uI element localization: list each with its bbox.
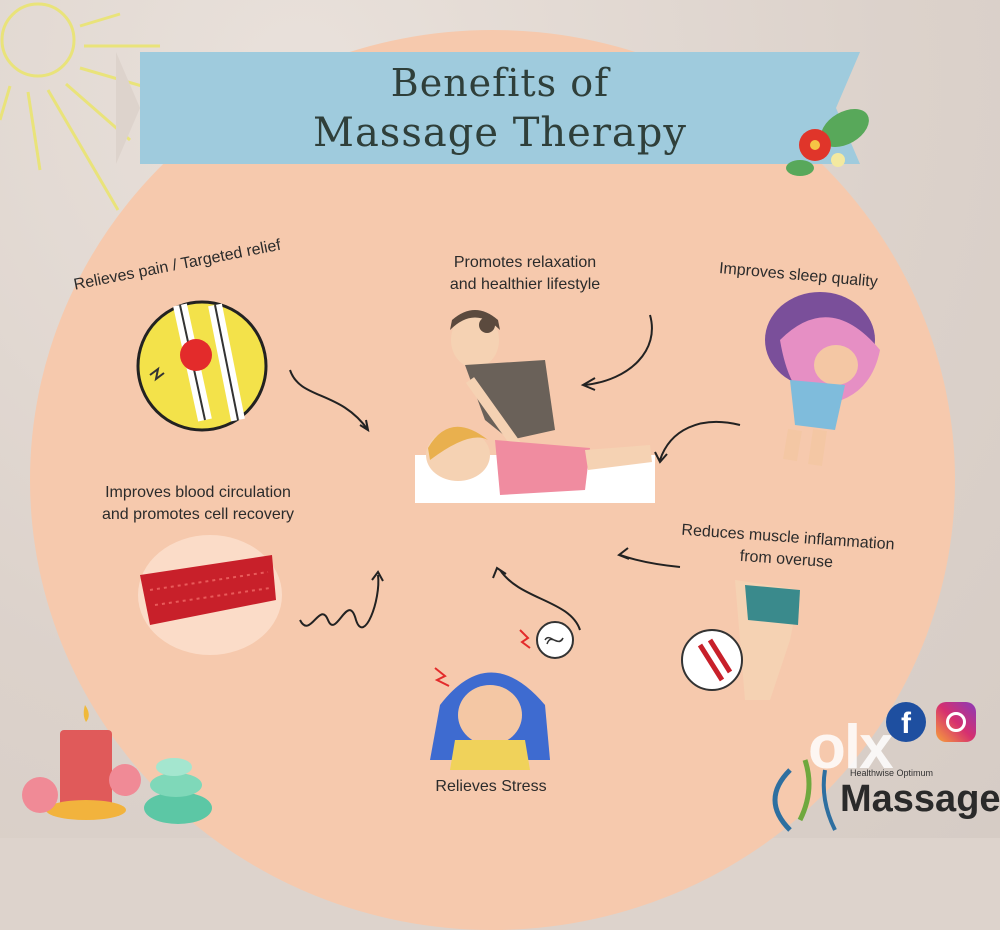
stressed-woman-icon (430, 621, 574, 770)
blood-vessel-icon (138, 535, 282, 655)
sleeping-woman-icon (765, 292, 880, 466)
title-banner (116, 52, 860, 164)
logo-icon (772, 759, 837, 832)
label-blood-line-2: and promotes cell recovery (101, 506, 295, 523)
arrow-sleep (659, 420, 741, 461)
label-stress: Relieves Stress (435, 778, 547, 795)
brand-name: Massage (840, 778, 1000, 820)
label-relaxation-line-1: Promotes relaxation (453, 254, 597, 271)
candle-icon (22, 705, 141, 820)
instagram-icon[interactable] (936, 702, 976, 742)
brand-small-text: Healthwise Optimum (850, 768, 934, 778)
stones-icon (144, 758, 212, 824)
page-title: Benefits of Massage Therapy (140, 58, 860, 158)
label-relaxation-line-2: and healthier lifestyle (449, 276, 601, 293)
arrow-stress (499, 569, 581, 631)
watermark-text: olx (808, 713, 894, 782)
arrow-blood (299, 574, 380, 629)
arrow-relax (584, 314, 653, 386)
massage-scene-icon (415, 310, 655, 503)
title-line-2: Massage Therapy (313, 110, 687, 156)
title-line-1: Benefits of (390, 61, 610, 105)
label-relaxation: Promotes relaxation and healthier lifest… (420, 252, 630, 296)
facebook-icon[interactable]: f (886, 702, 926, 742)
arrow-pain (289, 369, 369, 431)
label-blood-line-1: Improves blood circulation (105, 484, 291, 501)
leg-icon (681, 580, 800, 700)
knee-icon (136, 300, 268, 432)
label-blood: Improves blood circulation and promotes … (80, 482, 316, 526)
flower-icon (786, 109, 869, 176)
illustration-layer (22, 109, 880, 832)
